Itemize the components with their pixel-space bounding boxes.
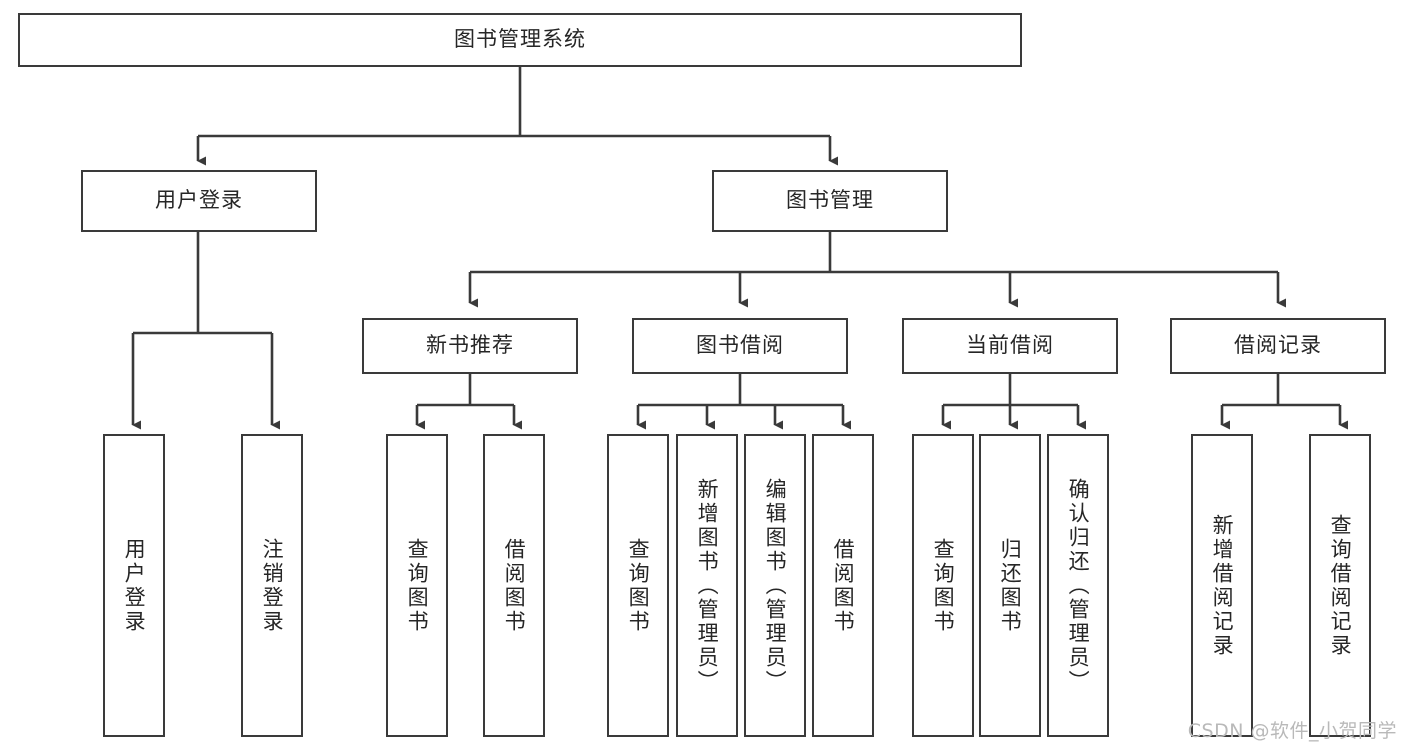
node-label: 新增借阅记录 [1210,513,1235,658]
node-user-login[interactable]: 用户登录 [81,170,317,232]
node-new-book-recommend[interactable]: 新书推荐 [362,318,578,374]
node-label: 归还图书 [998,537,1023,634]
node-borrow-record[interactable]: 借阅记录 [1170,318,1386,374]
leaf-new-book-query-book[interactable]: 查询图书 [386,434,448,737]
node-label: 图书管理系统 [454,27,586,52]
node-label: 借阅图书 [502,537,527,634]
node-label: 确认归还（管理员） [1066,477,1091,694]
leaf-book-borrow-edit-book-admin[interactable]: 编辑图书（管理员） [744,434,806,737]
node-label: 用户登录 [122,537,147,634]
node-label: 查询图书 [626,537,651,634]
node-label: 查询借阅记录 [1328,513,1353,658]
node-label: 查询图书 [405,537,430,634]
leaf-new-book-borrow-book[interactable]: 借阅图书 [483,434,545,737]
node-label: 用户登录 [155,188,243,213]
leaf-book-borrow-query-book[interactable]: 查询图书 [607,434,669,737]
node-label: 图书管理 [786,188,874,213]
leaf-current-borrow-confirm-return-admin[interactable]: 确认归还（管理员） [1047,434,1109,737]
node-label: 借阅图书 [831,537,856,634]
leaf-current-borrow-query-book[interactable]: 查询图书 [912,434,974,737]
watermark: CSDN @软件_小贺同学 [1187,720,1397,742]
node-book-borrow[interactable]: 图书借阅 [632,318,848,374]
node-label: 当前借阅 [966,333,1054,358]
leaf-borrow-record-query-record[interactable]: 查询借阅记录 [1309,434,1371,737]
leaf-book-borrow-borrow-book[interactable]: 借阅图书 [812,434,874,737]
leaf-current-borrow-return-book[interactable]: 归还图书 [979,434,1041,737]
node-book-management[interactable]: 图书管理 [712,170,948,232]
leaf-book-borrow-add-book-admin[interactable]: 新增图书（管理员） [676,434,738,737]
node-label: 注销登录 [260,537,285,634]
node-label: 新书推荐 [426,333,514,358]
node-current-borrow[interactable]: 当前借阅 [902,318,1118,374]
node-root-book-management-system[interactable]: 图书管理系统 [18,13,1022,67]
node-label: 借阅记录 [1234,333,1322,358]
leaf-user-login-logout[interactable]: 注销登录 [241,434,303,737]
leaf-borrow-record-add-record[interactable]: 新增借阅记录 [1191,434,1253,737]
node-label: 编辑图书（管理员） [763,477,788,694]
leaf-user-login-login[interactable]: 用户登录 [103,434,165,737]
node-label: 查询图书 [931,537,956,634]
node-label: 图书借阅 [696,333,784,358]
node-label: 新增图书（管理员） [695,477,720,694]
